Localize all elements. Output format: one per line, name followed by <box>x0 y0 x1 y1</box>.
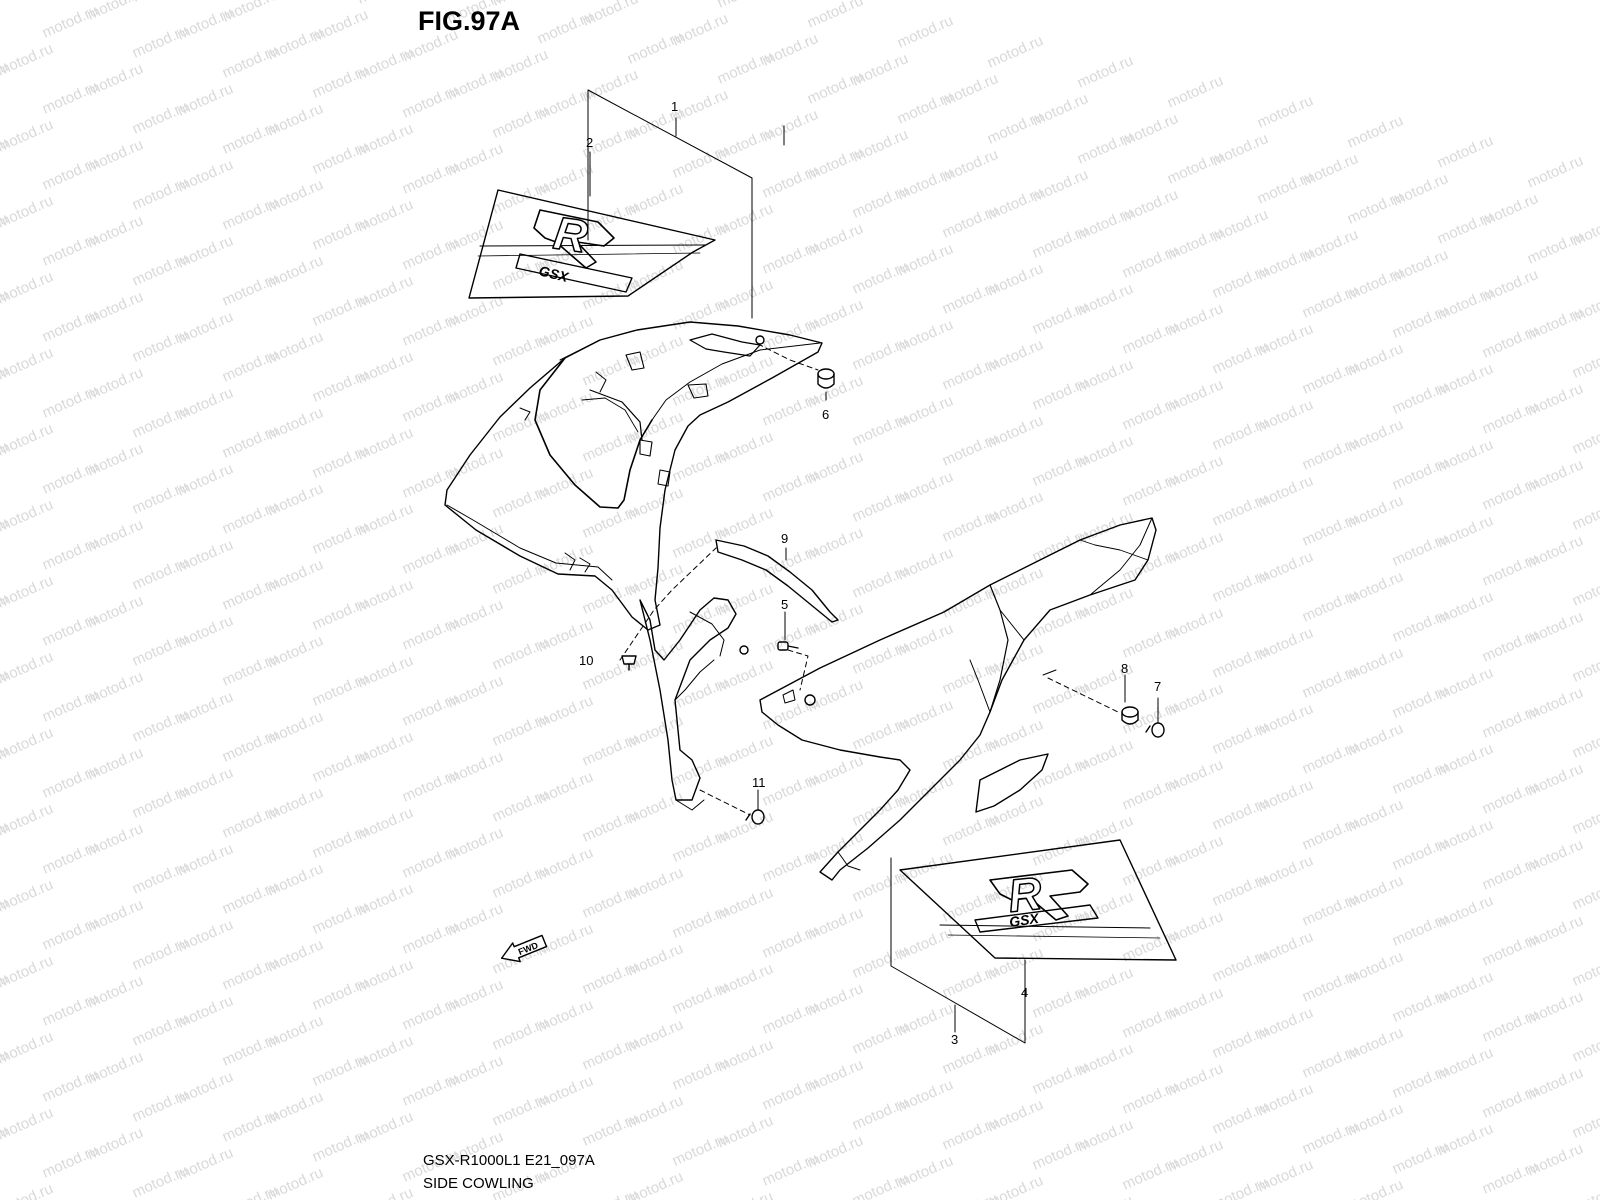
callout-6: 6 <box>822 407 830 422</box>
leader-lines <box>587 89 1159 1044</box>
screw-5 <box>777 641 799 651</box>
callout-8: 8 <box>1121 661 1129 676</box>
callout-7: 7 <box>1154 679 1162 694</box>
grommet-6 <box>817 368 835 389</box>
lower-decal-text: GSX <box>1008 910 1041 930</box>
upper-side-cowling <box>444 321 823 631</box>
figure-code: GSX-R1000L1 E21_097A <box>423 1152 595 1169</box>
upper-decal-letter: R <box>551 206 591 262</box>
rivet-10 <box>621 655 637 671</box>
figure-name: SIDE COWLING <box>423 1175 534 1192</box>
callout-2: 2 <box>586 135 594 150</box>
callout-10: 10 <box>579 653 594 668</box>
callout-9: 9 <box>781 531 789 546</box>
figure-title: FIG.97A <box>418 6 521 36</box>
callout-4: 4 <box>1021 985 1029 1000</box>
lower-side-cowling <box>759 517 1157 881</box>
upper-decal: R GSX <box>468 189 716 299</box>
callout-5: 5 <box>781 597 789 612</box>
heat-protector <box>715 539 839 623</box>
upper-decal-text: GSX <box>537 262 571 285</box>
screw-11 <box>745 809 765 825</box>
screw-7 <box>1145 722 1165 738</box>
grommet-8 <box>1121 706 1139 725</box>
forward-direction-arrow: FWD <box>500 934 548 963</box>
lower-decal-letter: R <box>1006 867 1044 922</box>
lower-decal: R GSX <box>899 839 1177 961</box>
callout-3: 3 <box>951 1032 959 1047</box>
inner-bracket <box>639 597 749 811</box>
callout-1: 1 <box>671 99 679 114</box>
callout-11: 11 <box>752 775 766 790</box>
hardware <box>621 368 1165 825</box>
